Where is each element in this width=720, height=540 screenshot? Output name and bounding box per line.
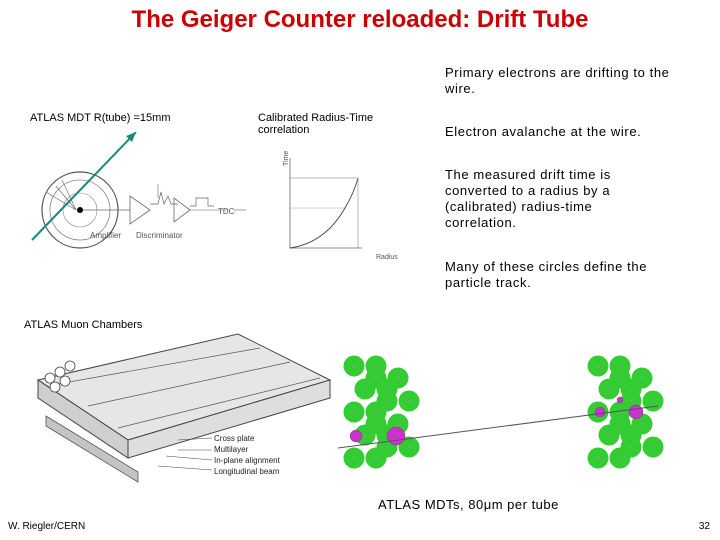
tube-wire <box>397 423 399 425</box>
tube-wire <box>375 365 377 367</box>
tube-wire <box>408 446 410 448</box>
track-line <box>337 405 659 449</box>
rt-xlabel: Radius <box>376 254 398 261</box>
tube-wire <box>619 423 621 425</box>
tube-wire <box>397 377 399 379</box>
author-footer: W. Riegler/CERN <box>8 521 86 532</box>
muon-chambers-label: ATLAS Muon Chambers <box>24 319 143 331</box>
tube-wire <box>630 446 632 448</box>
tube-wire <box>375 377 377 379</box>
tube-wire <box>619 365 621 367</box>
tdc-label: TDC <box>218 207 235 216</box>
tube-wire <box>353 365 355 367</box>
muon-chamber-drawing: Cross plate Multilayer In-plane alignmen… <box>36 333 332 483</box>
tube-wire <box>608 388 610 390</box>
drift-tube-diagram: Amplifier Discriminator TDC <box>31 132 246 249</box>
bullet-drift: Primary electrons are drifting to the wi… <box>445 65 670 96</box>
tube-wire <box>386 388 388 390</box>
tube-wire <box>375 411 377 413</box>
discriminator-label: Discriminator <box>136 231 183 240</box>
longitudinal-beam-label: Longitudinal beam <box>214 467 280 476</box>
bullet-track: Many of these circles define the particl… <box>445 259 648 290</box>
tube-wire <box>619 377 621 379</box>
mdt-label: ATLAS MDT R(tube) =15mm <box>30 112 171 124</box>
rt-plot: Time Radius <box>283 151 398 261</box>
tube-wire <box>353 457 355 459</box>
tube-wire <box>630 400 632 402</box>
in-plane-alignment-label: In-plane alignment <box>214 456 281 465</box>
rt-ylabel: Time <box>283 151 290 166</box>
drift-circle-hit <box>349 429 363 443</box>
tube-wire <box>652 446 654 448</box>
tube-wire <box>364 434 366 436</box>
tube-wire <box>375 457 377 459</box>
tube-wire <box>597 457 599 459</box>
tube-wire <box>386 400 388 402</box>
mdts-caption: ATLAS MDTs, 80μm per tube <box>378 497 559 512</box>
tube-wire <box>630 388 632 390</box>
amplifier-label: Amplifier <box>90 231 121 240</box>
tube-wire <box>619 457 621 459</box>
mdt-tube-layers <box>337 355 664 469</box>
drift-circle-hit <box>386 426 406 446</box>
page-number: 32 <box>698 521 710 532</box>
tube-wire <box>364 388 366 390</box>
bullet-avalanche: Electron avalanche at the wire. <box>445 124 642 139</box>
tube-wire <box>597 365 599 367</box>
bullet-drift-time: The measured drift time is converted to … <box>445 167 611 230</box>
drift-circle-hit <box>594 406 606 418</box>
tube-wire <box>386 446 388 448</box>
drift-circle-hit <box>616 396 624 404</box>
drift-circle-hit <box>628 404 644 420</box>
tube-wire <box>353 411 355 413</box>
tube-wire <box>408 400 410 402</box>
tube-wire <box>641 377 643 379</box>
tube-wire <box>641 423 643 425</box>
slide-title: The Geiger Counter reloaded: Drift Tube <box>131 6 589 33</box>
tube-wire <box>652 400 654 402</box>
tube-wire <box>608 434 610 436</box>
cross-plate-label: Cross plate <box>214 434 255 443</box>
multilayer-label: Multilayer <box>214 445 249 454</box>
tube-wire <box>630 434 632 436</box>
tube-group <box>343 355 664 469</box>
tube-wire <box>375 423 377 425</box>
calibrated-label: Calibrated Radius-Time correlation <box>258 112 374 136</box>
